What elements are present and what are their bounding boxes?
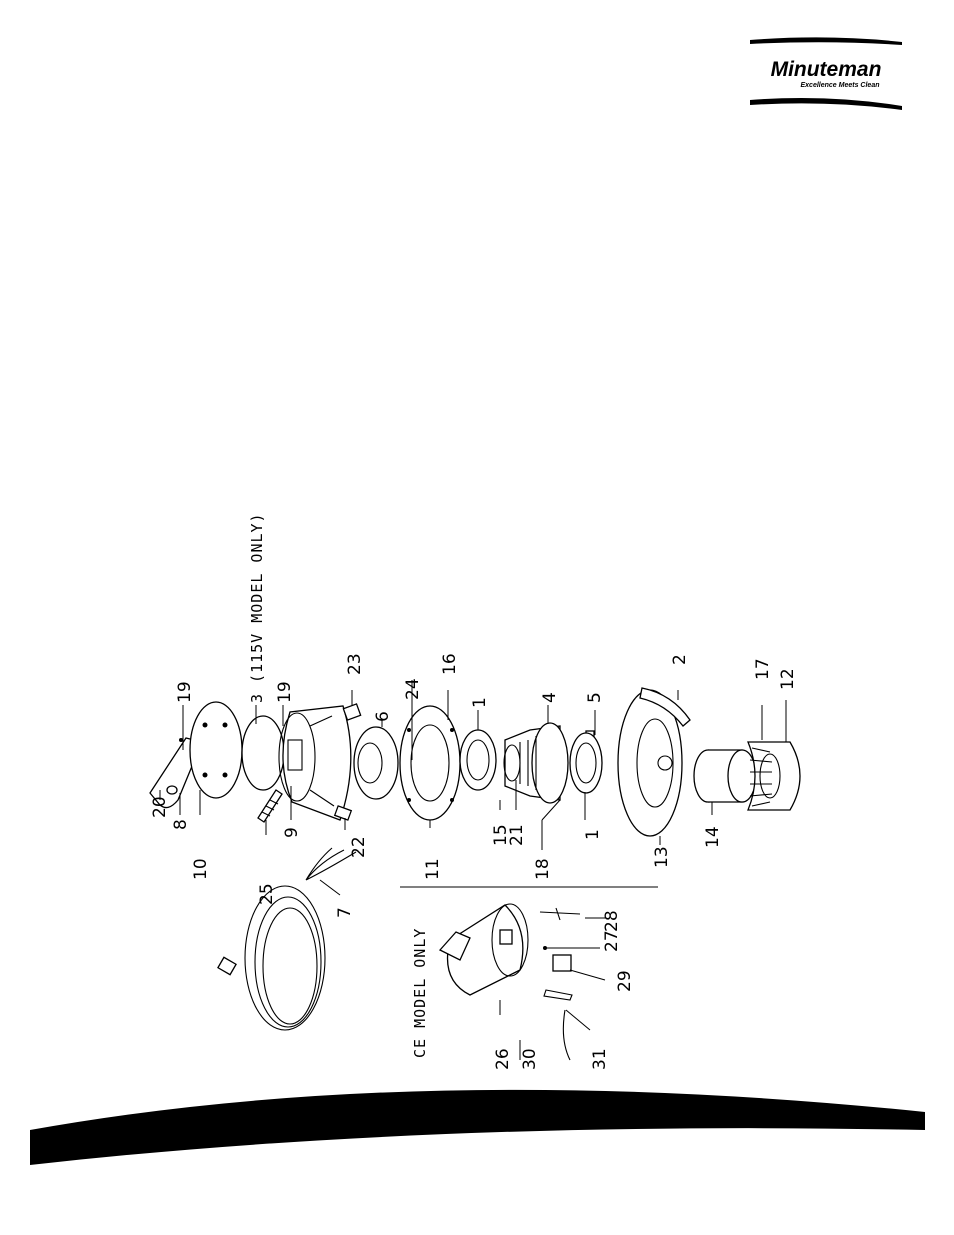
callout-21: 21 [507,824,527,846]
filter-foam-part [693,749,757,803]
callout-24: 24 [403,678,423,700]
note-ce-model-only: CE MODEL ONLY [411,928,429,1058]
callout-10: 10 [191,858,211,880]
callout-8: 8 [171,819,191,830]
switch-part [342,703,362,721]
ce-motor-head-part [438,903,529,996]
motor-mount-part [399,705,461,821]
callout-9: 9 [282,827,302,838]
callout-14: 14 [703,826,723,848]
callout-13: 13 [652,846,672,868]
callout-7: 7 [335,907,355,918]
logo-tagline: Excellence Meets Clean [801,82,880,89]
callout-22: 22 [349,836,369,858]
callout-29: 29 [615,970,635,992]
callout-19-lower: 19 [275,681,295,703]
callout-26: 26 [493,1048,513,1070]
callout-15: 15 [491,824,511,846]
motor-part [503,722,569,804]
callout-28: 28 [602,910,622,932]
callout-4: 4 [540,692,560,703]
label-part [333,805,353,821]
callout-1-upper: 1 [470,697,490,708]
strain-relief-part [257,789,283,823]
callout-16: 16 [440,653,460,675]
cover-plate-part [179,701,243,799]
logo-brand: Minuteman [771,58,882,81]
ce-harness-part [539,907,581,1061]
callout-2: 2 [670,654,690,665]
callout-19-top: 19 [175,681,195,703]
callout-27: 27 [602,930,622,952]
minuteman-logo: Minuteman Excellence Meets Clean [750,37,902,110]
callout-11: 11 [423,858,443,880]
callout-23: 23 [345,653,365,675]
foam-ring-part [353,726,399,800]
callout-30: 30 [520,1048,540,1070]
callout-1-lower: 1 [583,829,603,840]
callout-6: 6 [373,711,393,722]
filter-cage-part [747,741,801,811]
deflector-part [639,687,691,727]
callout-20: 20 [150,796,170,818]
gasket-part [241,715,285,791]
note-115v-model-only: 3 (115V MODEL ONLY) [248,512,266,703]
gasket-ring-lower-part [569,732,603,794]
callout-17: 17 [753,658,773,680]
callout-5: 5 [585,692,605,703]
callout-31: 31 [590,1048,610,1070]
callout-18: 18 [533,858,553,880]
motor-housing-part [278,705,352,821]
callout-12: 12 [778,668,798,690]
footer-swoosh [30,1089,925,1165]
power-cord-part [217,847,357,1031]
callout-25: 25 [257,883,277,905]
gasket-ring-upper-part [459,729,497,791]
leader-lines [159,680,787,1060]
